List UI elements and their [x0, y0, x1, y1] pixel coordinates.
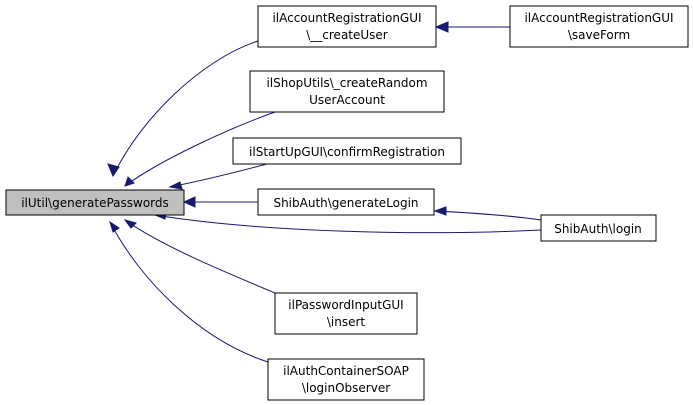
- node-acct-save-form[interactable]: ilAccountRegistrationGUI \saveForm: [509, 5, 689, 48]
- edge-startup-to-root: [168, 160, 279, 190]
- node-root-line-0: ilUtil\generatePasswords: [21, 196, 169, 210]
- node-auth-soap-login-observer[interactable]: ilAuthContainerSOAP \loginObserver: [267, 358, 425, 401]
- edge-pwinput-to-root: [123, 219, 276, 294]
- edge-acctsave-to-acctcreate: [434, 21, 510, 33]
- node-startup-confirm-line-0: ilStartUpGUI\confirmRegistration: [249, 145, 445, 159]
- node-password-input-insert-line-1: \insert: [327, 315, 366, 329]
- node-shib-generate-login[interactable]: ShibAuth\generateLogin: [257, 188, 435, 216]
- node-password-input-insert[interactable]: ilPasswordInputGUI \insert: [274, 292, 418, 335]
- node-acct-create-user-line-0: ilAccountRegistrationGUI: [272, 11, 421, 25]
- node-acct-save-form-line-1: \saveForm: [568, 28, 630, 42]
- edge-authsoap-to-root: [109, 220, 269, 363]
- node-password-input-insert-line-0: ilPasswordInputGUI: [288, 298, 403, 312]
- node-shib-login-line-0: ShibAuth\login: [554, 222, 642, 236]
- node-acct-create-user[interactable]: ilAccountRegistrationGUI \__createUser: [257, 5, 437, 48]
- node-auth-soap-login-observer-line-0: ilAuthContainerSOAP: [283, 364, 409, 378]
- node-auth-soap-login-observer-line-1: \loginObserver: [302, 381, 390, 395]
- edge-shibgen-to-root: [182, 196, 258, 208]
- node-startup-confirm[interactable]: ilStartUpGUI\confirmRegistration: [232, 137, 462, 165]
- edge-shoputils-to-root: [124, 111, 276, 187]
- node-shop-utils-line-1: UserAccount: [309, 93, 385, 107]
- node-acct-save-form-line-0: ilAccountRegistrationGUI: [524, 11, 673, 25]
- edge-acctcreate-to-root: [107, 40, 259, 178]
- edge-shiblogin-to-shibgen: [433, 206, 542, 221]
- node-shib-login[interactable]: ShibAuth\login: [540, 214, 657, 242]
- node-shop-utils[interactable]: ilShopUtils\_createRandom UserAccount: [249, 70, 445, 113]
- node-root[interactable]: ilUtil\generatePasswords: [5, 189, 185, 216]
- node-shib-generate-login-line-0: ShibAuth\generateLogin: [273, 196, 418, 210]
- node-shop-utils-line-0: ilShopUtils\_createRandom: [266, 76, 427, 90]
- node-acct-create-user-line-1: \__createUser: [306, 28, 388, 42]
